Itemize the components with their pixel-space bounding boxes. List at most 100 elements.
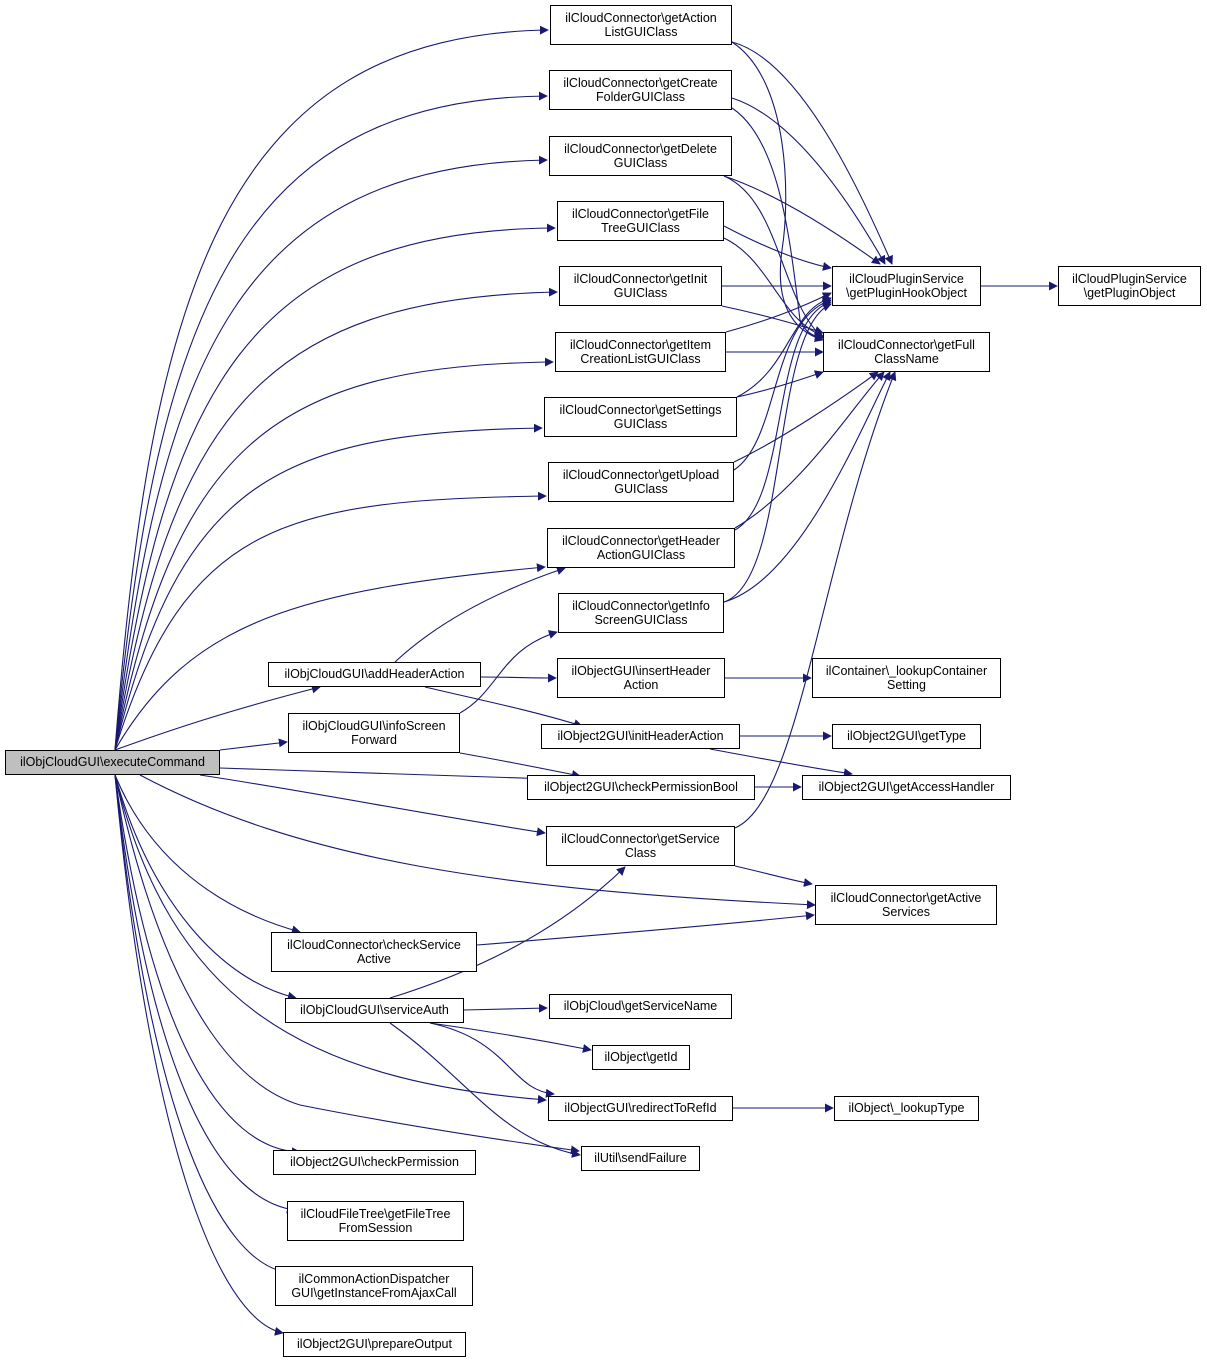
node-get-file-tree-from-session[interactable]: ilCloudFileTree\getFileTree FromSession (287, 1201, 464, 1241)
node-get-upload-gui-class[interactable]: ilCloudConnector\getUpload GUIClass (548, 462, 734, 502)
label-line-2: \getPluginHookObject (846, 286, 967, 300)
edge-execute-to-check-permission (114, 774, 301, 1157)
label-line-1: ilObjCloudGUI\infoScreen (302, 718, 446, 733)
label-line-2: GUIClass (613, 156, 668, 170)
label-line-2: GUI\getInstanceFromAjaxCall (291, 1286, 457, 1300)
edge-execute-to-get-file-tree (114, 223, 556, 751)
node-get-plugin-hook-object[interactable]: ilCloudPluginService \getPluginHookObjec… (832, 266, 981, 306)
edge-get-init-to-full-class-name (721, 305, 824, 335)
edge-get-upload-to-full-class-name (733, 371, 879, 463)
edge-service-auth-to-get-service-name (463, 1003, 548, 1013)
edge-execute-to-get-settings (114, 423, 543, 751)
edge-execute-to-get-instance-from-ajax (114, 774, 286, 1275)
edge-execute-to-redirect-to-ref-id (114, 774, 547, 1104)
node-info-screen-forward[interactable]: ilObjCloudGUI\infoScreen Forward (288, 713, 460, 753)
label-line-2: TreeGUIClass (601, 221, 680, 235)
node-get-info-screen-gui-class[interactable]: ilCloudConnector\getInfo ScreenGUIClass (558, 593, 724, 633)
node-get-id[interactable]: ilObject\getId (592, 1045, 690, 1070)
label-line-1: ilCloudConnector\checkService (287, 937, 461, 952)
edge-get-delete-to-plugin-hook (723, 175, 881, 265)
node-get-active-services[interactable]: ilCloudConnector\getActive Services (815, 885, 997, 925)
node-get-init-gui-class[interactable]: ilCloudConnector\getInit GUIClass (559, 266, 722, 306)
label-line-2: FolderGUIClass (596, 90, 685, 104)
node-get-service-class[interactable]: ilCloudConnector\getService Class (546, 826, 735, 866)
node-get-full-class-name[interactable]: ilCloudConnector\getFull ClassName (823, 332, 990, 372)
edge-get-action-list-to-full-class-name (731, 41, 824, 342)
node-get-instance-from-ajax-call[interactable]: ilCommonActionDispatcher GUI\getInstance… (275, 1266, 473, 1306)
label-line-1: ilCloudConnector\getDelete (564, 141, 717, 156)
label-line-1: ilCloudConnector\getAction (565, 10, 717, 25)
label-line-2: GUIClass (614, 482, 668, 496)
label-line-1: ilCloudConnector\getSettings (559, 402, 722, 417)
edge-execute-to-check-service-active (114, 774, 301, 935)
label-line-2: Active (356, 952, 392, 966)
edge-get-create-folder-to-full-class-name (731, 107, 824, 341)
edge-execute-to-get-upload (114, 491, 547, 751)
edge-add-header-action-to-init-header-action (424, 686, 583, 728)
node-service-auth[interactable]: ilObjCloudGUI\serviceAuth (285, 998, 464, 1023)
edge-execute-to-get-service-class (199, 774, 546, 837)
label-line-2: Action (623, 678, 659, 692)
edge-get-header-action-to-plugin-hook (734, 300, 832, 531)
node-check-service-active[interactable]: ilCloudConnector\checkService Active (271, 932, 477, 972)
node-prepare-output[interactable]: ilObject2GUI\prepareOutput (283, 1332, 466, 1357)
node-get-create-folder-gui-class[interactable]: ilCloudConnector\getCreate FolderGUIClas… (549, 70, 732, 110)
label-line-1: ilCloudConnector\getFull (838, 337, 975, 352)
edge-service-auth-to-send-failure (389, 1022, 581, 1158)
edge-get-file-tree-to-plugin-hook (723, 225, 832, 271)
node-check-permission-bool[interactable]: ilObject2GUI\checkPermissionBool (527, 775, 755, 800)
label-line-1: ilCloudConnector\getService (561, 831, 720, 846)
label-line-2: GUIClass (613, 417, 668, 431)
edge-execute-to-check-permission-bool (219, 767, 581, 785)
node-get-header-action-gui-class[interactable]: ilCloudConnector\getHeader ActionGUIClas… (547, 528, 735, 568)
node-get-plugin-object[interactable]: ilCloudPluginService \getPluginObject (1058, 266, 1201, 306)
node-execute-command-label: ilObjCloudGUI\executeCommand (20, 755, 205, 770)
edge-get-info-screen-to-plugin-hook (723, 303, 832, 603)
label-line-1: ilObject2GUI\checkPermissionBool (544, 780, 738, 795)
node-get-access-handler[interactable]: ilObject2GUI\getAccessHandler (802, 775, 1011, 800)
edge-info-screen-forward-to-get-info-screen (459, 630, 558, 714)
edge-execute-to-get-file-tree-from-session (114, 774, 296, 1214)
node-check-permission[interactable]: ilObject2GUI\checkPermission (273, 1150, 476, 1175)
node-lookup-container-setting[interactable]: ilContainer\_lookupContainer Setting (812, 658, 1001, 698)
label-line-1: ilObject2GUI\checkPermission (290, 1155, 459, 1170)
node-get-service-name[interactable]: ilObjCloud\getServiceName (549, 994, 732, 1019)
node-get-action-list-gui-class[interactable]: ilCloudConnector\getAction ListGUIClass (550, 5, 732, 45)
edge-execute-to-send-failure (114, 774, 580, 1155)
edge-add-header-action-to-get-header-action (394, 566, 566, 663)
edge-execute-to-get-init (114, 287, 558, 751)
node-insert-header-action[interactable]: ilObjectGUI\insertHeader Action (557, 658, 725, 698)
edge-execute-to-service-auth (114, 774, 297, 1001)
node-init-header-action[interactable]: ilObject2GUI\initHeaderAction (541, 724, 740, 749)
node-send-failure[interactable]: ilUtil\sendFailure (581, 1146, 700, 1171)
node-add-header-action[interactable]: ilObjCloudGUI\addHeaderAction (268, 662, 481, 687)
label-line-2: Forward (351, 733, 397, 747)
label-line-2: FromSession (338, 1221, 413, 1235)
label-line-1: ilCloudConnector\getUpload (562, 467, 720, 482)
node-redirect-to-ref-id[interactable]: ilObjectGUI\redirectToRefId (548, 1096, 733, 1121)
label-line-1: ilCloudPluginService (849, 271, 964, 286)
node-get-settings-gui-class[interactable]: ilCloudConnector\getSettings GUIClass (544, 397, 737, 437)
edge-get-info-screen-to-full-class-name (723, 371, 891, 603)
node-get-item-creation-list-gui-class[interactable]: ilCloudConnector\getItem CreationListGUI… (555, 332, 726, 372)
edge-execute-to-info-screen-forward (219, 738, 288, 751)
node-execute-command[interactable]: ilObjCloudGUI\executeCommand (5, 750, 220, 775)
label-line-1: ilObject2GUI\prepareOutput (297, 1337, 452, 1352)
label-line-1: ilCloudConnector\getActive (830, 890, 982, 905)
node-get-type[interactable]: ilObject2GUI\getType (832, 724, 981, 749)
edge-get-settings-to-plugin-hook (736, 295, 832, 398)
edge-check-service-active-to-active-services (476, 911, 815, 946)
label-line-1: ilCloudConnector\getHeader (562, 533, 720, 548)
label-line-1: ilObjCloud\getServiceName (563, 999, 718, 1014)
edge-info-screen-forward-to-check-permission-bool (459, 752, 581, 779)
label-line-2: \getPluginObject (1083, 286, 1176, 300)
node-get-file-tree-gui-class[interactable]: ilCloudConnector\getFile TreeGUIClass (557, 201, 724, 241)
edge-get-header-action-to-full-class-name (734, 371, 885, 529)
label-line-1: ilObject2GUI\initHeaderAction (557, 729, 724, 744)
edge-service-auth-to-get-id (429, 1022, 592, 1053)
node-lookup-type[interactable]: ilObject\_lookupType (834, 1096, 979, 1121)
node-get-delete-gui-class[interactable]: ilCloudConnector\getDelete GUIClass (549, 136, 732, 176)
edge-get-item-creation-to-plugin-hook (725, 292, 832, 333)
